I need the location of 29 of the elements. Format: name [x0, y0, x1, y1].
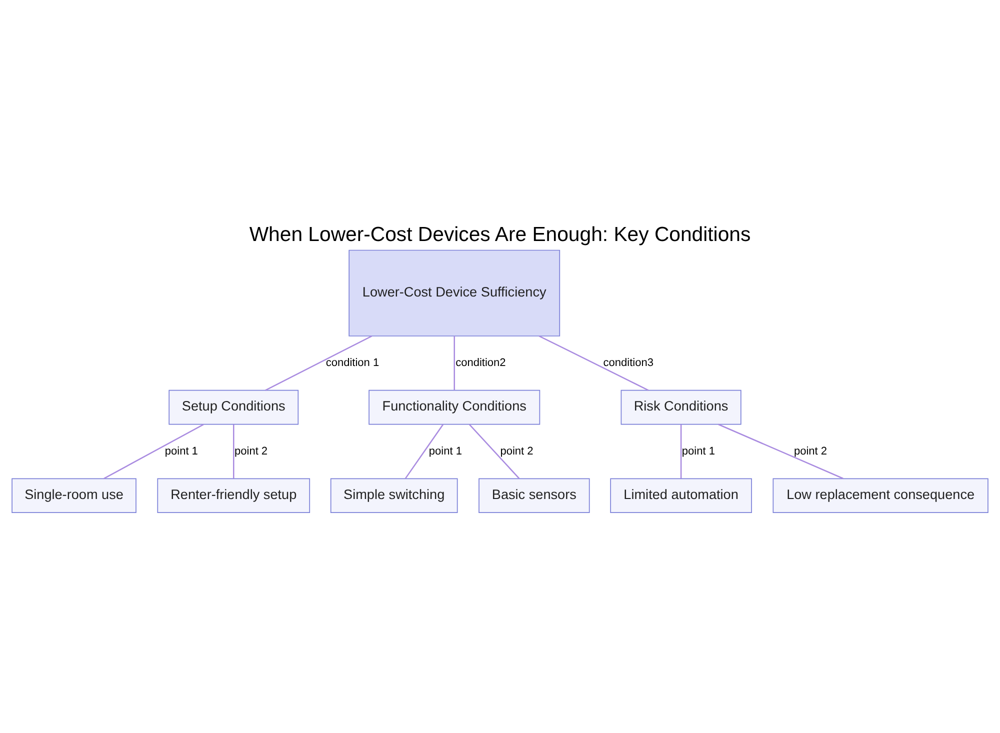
- connector: [468, 424, 520, 478]
- node-box: Basic sensors: [478, 478, 590, 513]
- connector: [265, 334, 372, 390]
- node-box: Limited automation: [610, 478, 752, 513]
- node-box: Risk Conditions: [620, 389, 742, 424]
- edge-label: condition3: [603, 356, 654, 369]
- edge-label: point 1: [164, 444, 198, 457]
- edge-label: condition2: [456, 356, 506, 369]
- node-box: Setup Conditions: [168, 389, 299, 424]
- connector: [718, 423, 844, 479]
- connector: [454, 336, 455, 390]
- node-box: Single-room use: [12, 478, 136, 513]
- connector: [538, 334, 649, 390]
- node-box: Lower-Cost Device Sufficiency: [348, 249, 560, 336]
- node-box: Simple switching: [330, 478, 458, 513]
- edge-label: point 2: [794, 444, 828, 457]
- connector: [404, 424, 444, 478]
- diagram-title: When Lower-Cost Devices Are Enough: Key Conditions: [249, 224, 751, 246]
- node-box: Renter-friendly setup: [157, 478, 310, 513]
- edge-label: condition 1: [326, 356, 380, 369]
- connector: [104, 423, 204, 479]
- connector: [232, 424, 234, 478]
- connector: [680, 424, 682, 478]
- edge-label: point 2: [234, 444, 268, 457]
- edge-label: point 1: [428, 444, 462, 457]
- node-box: Functionality Conditions: [368, 389, 540, 424]
- node-box: Low replacement consequence: [772, 478, 988, 513]
- edge-label: point 1: [682, 444, 715, 457]
- edge-label: point 2: [500, 444, 534, 457]
